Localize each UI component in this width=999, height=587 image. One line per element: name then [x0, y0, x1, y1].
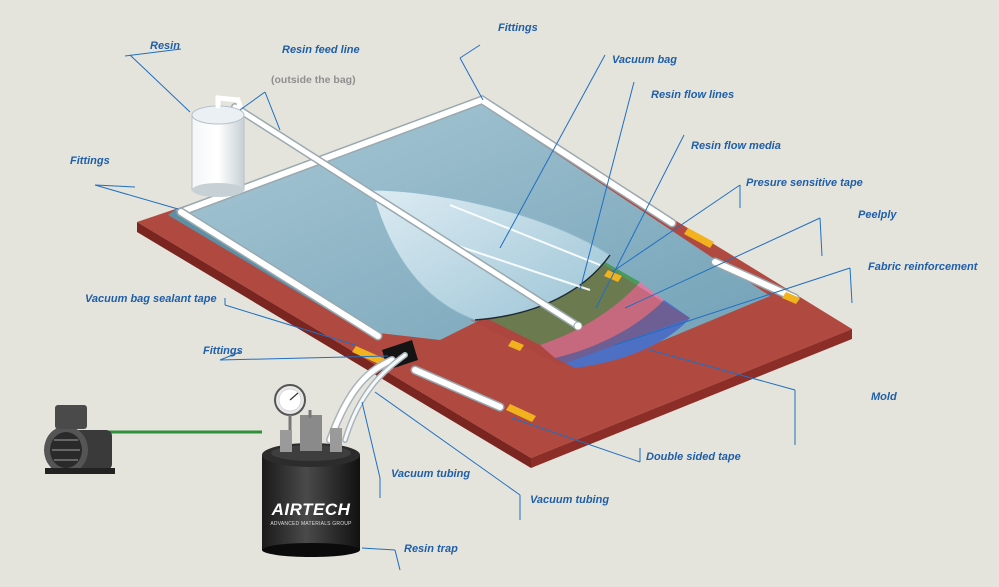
part-edge: [474, 254, 611, 321]
label-mold: Mold: [871, 391, 897, 403]
vacuum-pump: [44, 405, 115, 474]
label-vacuum-bag-sealant-tape: Vacuum bag sealant tape: [85, 293, 217, 305]
label-resin-trap: Resin trap: [404, 543, 458, 555]
label-fittings-top: Fittings: [498, 22, 538, 34]
fittings-frame: [176, 94, 800, 412]
label-vacuum-bag: Vacuum bag: [612, 54, 677, 66]
label-peelply: Peelply: [858, 209, 897, 221]
label-fittings-left: Fittings: [70, 155, 110, 167]
label-vacuum-tubing-2: Vacuum tubing: [530, 494, 610, 506]
label-double-sided-tape: Double sided tape: [646, 451, 741, 463]
label-fabric-reinforcement: Fabric reinforcement: [868, 261, 978, 273]
brand-tagline: ADVANCED MATERIALS GROUP: [270, 521, 352, 527]
label-resin-flow-lines: Resin flow lines: [651, 89, 735, 101]
leader-lines: [94, 44, 853, 571]
label-pressure-sensitive-tape: Presure sensitive tape: [746, 177, 863, 189]
label-resin-flow-media: Resin flow media: [691, 140, 781, 152]
resin-flow-lines: [439, 204, 601, 291]
label-resin: Resin: [150, 40, 180, 52]
label-fittings-bottom: Fittings: [203, 345, 243, 357]
label-resin-feed-line: Resin feed line: [282, 44, 360, 56]
resin-trap-pot: [262, 384, 360, 557]
label-outside-the-bag: (outside the bag): [271, 74, 356, 86]
laminate-layers: [470, 262, 690, 368]
vacuum-hoses: [326, 352, 408, 444]
label-vacuum-tubing-1: Vacuum tubing: [391, 468, 471, 480]
resin-cup: [191, 95, 245, 197]
brand-logo-text: AIRTECH: [271, 500, 351, 519]
